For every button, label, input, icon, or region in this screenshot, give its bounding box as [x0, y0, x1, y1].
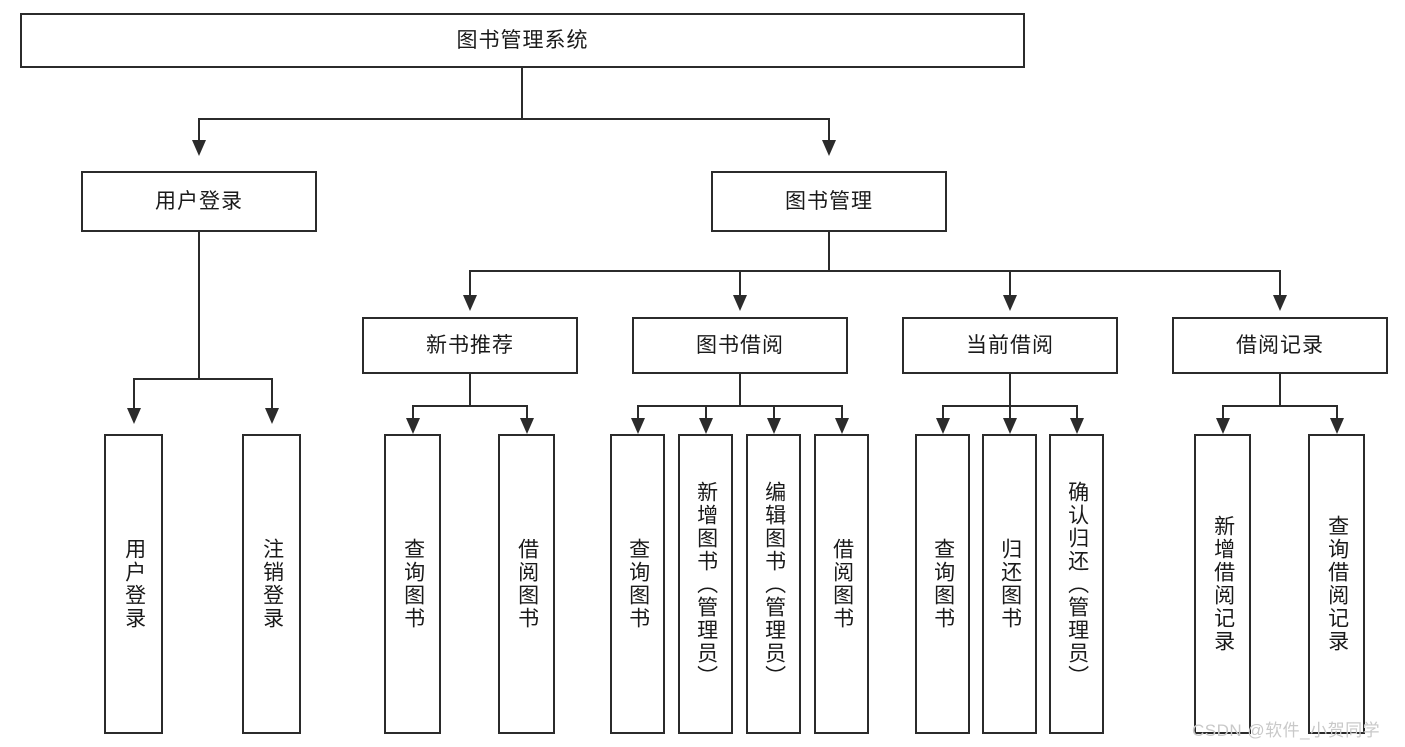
- node-label: 查询借阅记录: [1325, 515, 1349, 653]
- node-label: 查询图书: [931, 538, 955, 630]
- node-label: 归还图书: [998, 538, 1022, 630]
- node-label: 当前借阅: [966, 333, 1054, 357]
- node-label: 图书管理系统: [456, 28, 589, 52]
- arrow-to-query-record: [1330, 418, 1344, 434]
- arrow-to-edit-book: [767, 418, 781, 434]
- node-label: 用户登录: [155, 189, 243, 213]
- edge-user-login-stem: [198, 232, 200, 380]
- edge-drop-borrow-record: [1279, 270, 1281, 298]
- node-leaf-query-book-2[interactable]: 查询图书: [610, 434, 665, 734]
- edge-level3-bus: [469, 270, 1280, 272]
- node-current-borrow[interactable]: 当前借阅: [902, 317, 1118, 374]
- node-book-management[interactable]: 图书管理: [711, 171, 947, 232]
- node-label: 图书管理: [785, 189, 873, 213]
- node-leaf-borrow-book-1[interactable]: 借阅图书: [498, 434, 555, 734]
- edge-new-book-recommend-stem: [469, 374, 471, 407]
- edge-borrow-record-stem: [1279, 374, 1281, 407]
- edge-drop-add-book: [705, 405, 707, 423]
- edge-drop-confirm-return: [1076, 405, 1078, 423]
- edge-level2-drop-book-management: [828, 118, 830, 143]
- node-label: 借阅图书: [830, 538, 854, 630]
- node-leaf-confirm-return[interactable]: 确认归还（管理员）: [1049, 434, 1104, 734]
- edge-drop-borrow-book-2: [841, 405, 843, 423]
- node-label: 新增借阅记录: [1211, 515, 1235, 653]
- edge-drop-query-record: [1336, 405, 1338, 423]
- edge-drop-book-borrow: [739, 270, 741, 298]
- edge-drop-query-book-3: [942, 405, 944, 423]
- edge-drop-query-book-1: [412, 405, 414, 423]
- edge-current-borrow-stem: [1009, 374, 1011, 407]
- node-label: 借阅图书: [515, 538, 539, 630]
- edge-drop-edit-book: [773, 405, 775, 423]
- node-leaf-user-login[interactable]: 用户登录: [104, 434, 163, 734]
- arrow-to-leaf-logout: [265, 408, 279, 424]
- node-book-management-system[interactable]: 图书管理系统: [20, 13, 1025, 68]
- arrow-to-add-book: [699, 418, 713, 434]
- node-leaf-query-record[interactable]: 查询借阅记录: [1308, 434, 1365, 734]
- node-label: 借阅记录: [1236, 333, 1324, 357]
- node-leaf-logout[interactable]: 注销登录: [242, 434, 301, 734]
- edge-drop-new-book-recommend: [469, 270, 471, 298]
- node-label: 用户登录: [122, 538, 146, 630]
- arrow-to-return-book: [1003, 418, 1017, 434]
- edge-level2-bus: [198, 118, 830, 120]
- node-new-book-recommend[interactable]: 新书推荐: [362, 317, 578, 374]
- node-label: 图书借阅: [696, 333, 784, 357]
- node-label: 确认归还（管理员）: [1065, 480, 1089, 688]
- node-label: 查询图书: [626, 538, 650, 630]
- edge-drop-borrow-book-1: [526, 405, 528, 423]
- arrow-to-borrow-book-2: [835, 418, 849, 434]
- node-label: 新增图书（管理员）: [694, 480, 718, 688]
- arrow-to-book-management: [822, 140, 836, 156]
- node-label: 查询图书: [401, 538, 425, 630]
- edge-drop-query-book-2: [637, 405, 639, 423]
- node-user-login[interactable]: 用户登录: [81, 171, 317, 232]
- edge-drop-leaf-logout: [271, 378, 273, 410]
- edge-user-login-bus: [133, 378, 273, 380]
- arrow-to-query-book-3: [936, 418, 950, 434]
- node-leaf-add-record[interactable]: 新增借阅记录: [1194, 434, 1251, 734]
- edge-drop-return-book: [1009, 405, 1011, 423]
- edge-borrow-record-bus: [1222, 405, 1338, 407]
- edge-level2-drop-user-login: [198, 118, 200, 143]
- arrow-to-current-borrow: [1003, 295, 1017, 311]
- edge-drop-add-record: [1222, 405, 1224, 423]
- arrow-to-add-record: [1216, 418, 1230, 434]
- edge-drop-current-borrow: [1009, 270, 1011, 298]
- arrow-to-borrow-record: [1273, 295, 1287, 311]
- node-leaf-query-book-1[interactable]: 查询图书: [384, 434, 441, 734]
- arrow-to-book-borrow: [733, 295, 747, 311]
- node-leaf-borrow-book-2[interactable]: 借阅图书: [814, 434, 869, 734]
- arrow-to-user-login: [192, 140, 206, 156]
- edge-book-management-stem: [828, 232, 830, 272]
- node-book-borrow[interactable]: 图书借阅: [632, 317, 848, 374]
- node-borrow-record[interactable]: 借阅记录: [1172, 317, 1388, 374]
- arrow-to-query-book-1: [406, 418, 420, 434]
- node-label: 编辑图书（管理员）: [762, 480, 786, 688]
- node-leaf-edit-book[interactable]: 编辑图书（管理员）: [746, 434, 801, 734]
- edge-book-borrow-stem: [739, 374, 741, 407]
- arrow-to-leaf-user-login: [127, 408, 141, 424]
- edge-drop-leaf-user-login: [133, 378, 135, 410]
- edge-root-stem: [521, 68, 523, 119]
- arrow-to-query-book-2: [631, 418, 645, 434]
- node-leaf-query-book-3[interactable]: 查询图书: [915, 434, 970, 734]
- edge-book-borrow-bus: [637, 405, 841, 407]
- node-label: 注销登录: [260, 538, 284, 630]
- edge-new-book-recommend-bus: [412, 405, 528, 407]
- node-label: 新书推荐: [426, 333, 514, 357]
- arrow-to-confirm-return: [1070, 418, 1084, 434]
- node-leaf-add-book[interactable]: 新增图书（管理员）: [678, 434, 733, 734]
- arrow-to-new-book-recommend: [463, 295, 477, 311]
- arrow-to-borrow-book-1: [520, 418, 534, 434]
- node-leaf-return-book[interactable]: 归还图书: [982, 434, 1037, 734]
